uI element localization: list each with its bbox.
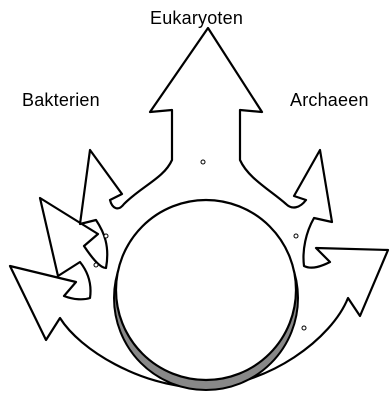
- membrane-dot: [201, 160, 205, 164]
- label-eukaryoten: Eukaryoten: [150, 8, 243, 29]
- membrane-dot: [294, 234, 298, 238]
- central-cell: [116, 200, 296, 380]
- membrane-dot: [104, 234, 108, 238]
- label-bakterien: Bakterien: [22, 90, 100, 111]
- membrane-dot: [302, 326, 306, 330]
- membrane-dot: [94, 263, 98, 267]
- label-archaeen: Archaeen: [290, 90, 369, 111]
